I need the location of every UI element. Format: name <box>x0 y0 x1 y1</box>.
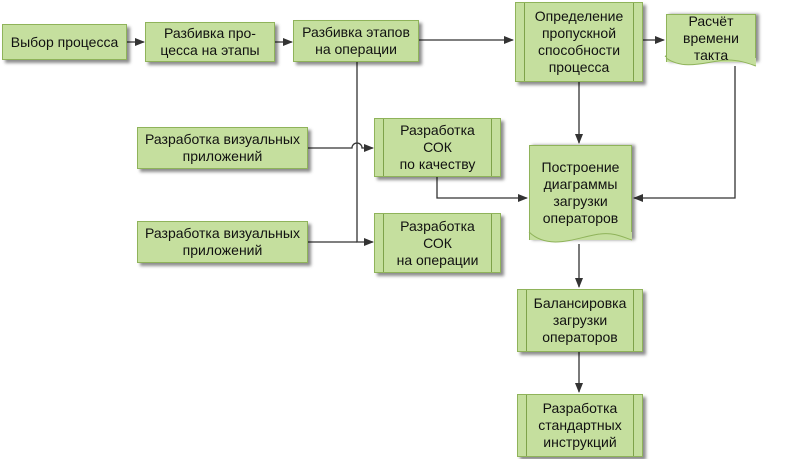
node-takt-label: Расчёт времени такта <box>683 13 739 63</box>
node-balancing-label: Балансировка загрузки операторов <box>533 295 627 345</box>
node-select-process-label: Выбор процесса <box>10 33 119 50</box>
node-sok-quality-label: Разработка СОК по качеству <box>399 122 476 172</box>
node-throughput-label: Определение пропускной способности проце… <box>534 8 624 75</box>
node-split-stages: Разбивка этапов на операции <box>293 20 419 62</box>
node-visual-apps-2: Разработка визуальных приложений <box>137 221 308 263</box>
node-visual-apps-1: Разработка визуальных приложений <box>137 127 308 169</box>
node-std-instructions: Разработка стандартных инструкций <box>517 394 643 457</box>
node-load-diagram-label: Построение диаграммы загрузки операторов <box>541 159 620 226</box>
node-visual-apps-1-label: Разработка визуальных приложений <box>145 131 300 164</box>
node-sok-operations: Разработка СОК на операции <box>374 213 501 273</box>
node-select-process: Выбор процесса <box>2 24 127 60</box>
node-takt: Расчёт времени такта <box>666 13 756 63</box>
node-split-process: Разбивка про- цесса на этапы <box>145 22 275 62</box>
arrow-visual1-to-sok-quality <box>308 142 374 152</box>
node-throughput: Определение пропускной способности проце… <box>515 2 643 82</box>
node-visual-apps-2-label: Разработка визуальных приложений <box>145 225 300 258</box>
node-load-diagram: Построение диаграммы загрузки операторов <box>529 145 632 240</box>
node-balancing: Балансировка загрузки операторов <box>517 289 643 352</box>
node-split-process-label: Разбивка про- цесса на этапы <box>160 25 260 58</box>
node-std-instructions-label: Разработка стандартных инструкций <box>538 400 622 450</box>
node-sok-operations-label: Разработка СОК на операции <box>396 217 479 268</box>
node-sok-quality: Разработка СОК по качеству <box>374 118 501 177</box>
node-split-stages-label: Разбивка этапов на операции <box>302 24 410 57</box>
arrow-sok-quality-to-load <box>436 177 528 202</box>
trunk-from-stages <box>356 62 374 246</box>
arrow-takt-to-load <box>633 66 736 202</box>
